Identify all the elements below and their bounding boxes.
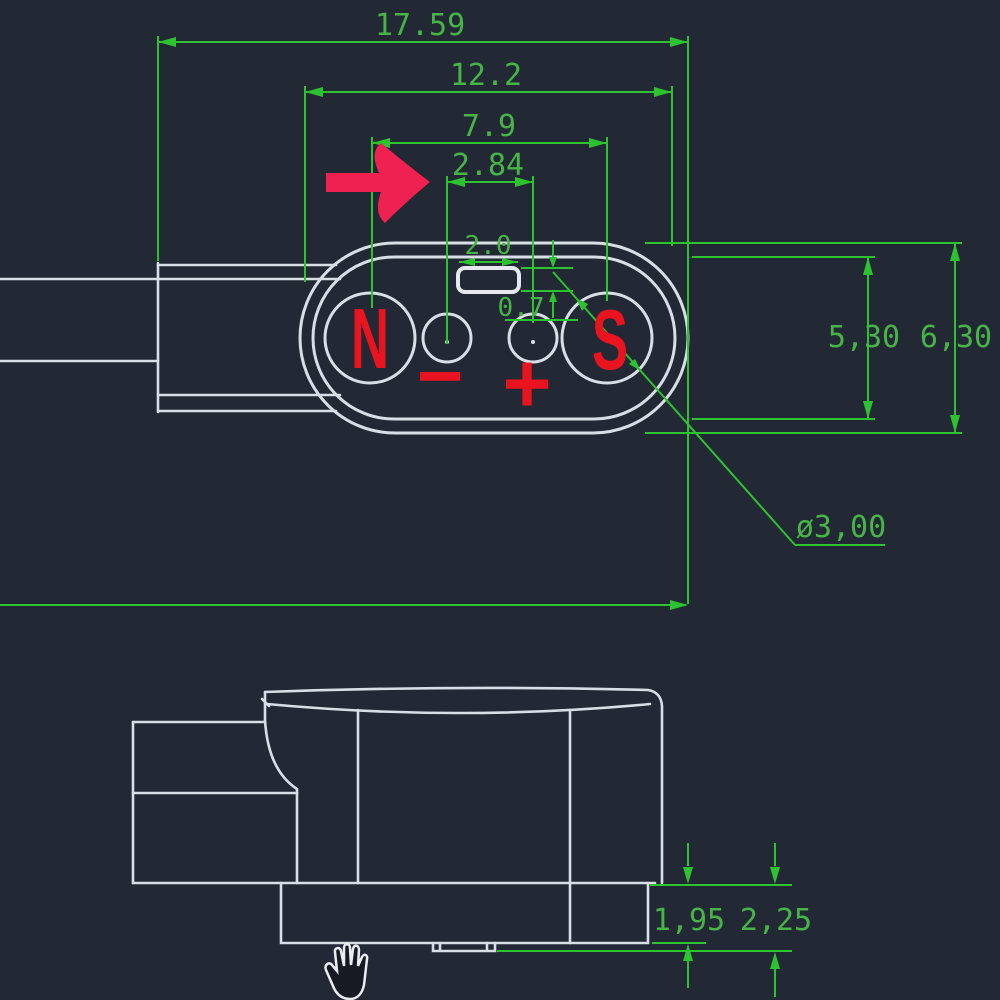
magnet-south-label: S	[592, 293, 628, 388]
side-bottom-tab	[431, 941, 497, 953]
side-body-top-right	[263, 686, 664, 885]
dim-slot-width-text: 2.0	[465, 231, 512, 261]
dimension-magnet-span: 7.9	[371, 109, 608, 308]
pin-plus-center-dot	[531, 340, 535, 344]
dimension-inner-height: 5,30	[692, 256, 900, 420]
dimension-outer-height: 6,30	[645, 242, 992, 434]
red-arrow-annotation	[326, 143, 430, 223]
pan-hand-cursor-icon	[324, 943, 369, 1000]
magnet-north-circle	[323, 291, 417, 385]
side-body-corner-notch	[260, 697, 271, 708]
dim-body-width-text: 12.2	[450, 58, 522, 93]
bottom-reference-dimension-line	[0, 600, 688, 610]
dim-skirt-height-text: 1,95	[653, 903, 725, 938]
dimension-slot-width: 2.0	[459, 231, 518, 266]
dim-magnet-span-text: 7.9	[462, 109, 516, 144]
dimension-skirt-height: 1,95	[653, 843, 725, 988]
dimension-magnet-diameter: ø3,00	[552, 271, 886, 546]
top-view-dimensions: 17.59 12.2 7.9 2.84	[0, 8, 992, 610]
dim-outer-height-text: 6,30	[920, 320, 992, 355]
dimension-overall-width: 17.59	[157, 8, 689, 604]
alignment-slot	[456, 266, 521, 294]
pin-minus-label: −	[417, 331, 464, 420]
magnet-north-label: N	[351, 291, 389, 386]
dim-pin-pitch-text: 2.84	[452, 148, 524, 183]
side-body-left-neck	[263, 690, 299, 885]
side-skirt	[279, 881, 650, 945]
connector-inner-shell	[311, 255, 677, 421]
side-view-dimensions: 1,95 2,25	[497, 843, 812, 997]
pin-plus-label: +	[502, 336, 551, 430]
polarity-labels: N S − +	[351, 291, 628, 430]
side-view-drawing	[131, 686, 664, 953]
dimension-slot-height: 0.7	[498, 240, 578, 323]
top-view-drawing	[0, 241, 690, 435]
dimension-tab-height: 2,25	[740, 843, 812, 997]
dim-inner-height-text: 5,30	[828, 320, 900, 355]
dim-overall-width-text: 17.59	[375, 8, 465, 43]
dim-magnet-diameter-text: ø3,00	[796, 510, 886, 545]
dim-slot-height-text: 0.7	[498, 293, 545, 323]
dimension-pin-pitch: 2.84	[446, 148, 534, 344]
side-body-top-face-curve	[265, 702, 652, 715]
dim-tab-height-text: 2,25	[740, 903, 812, 938]
dimension-body-width: 12.2	[304, 58, 673, 282]
